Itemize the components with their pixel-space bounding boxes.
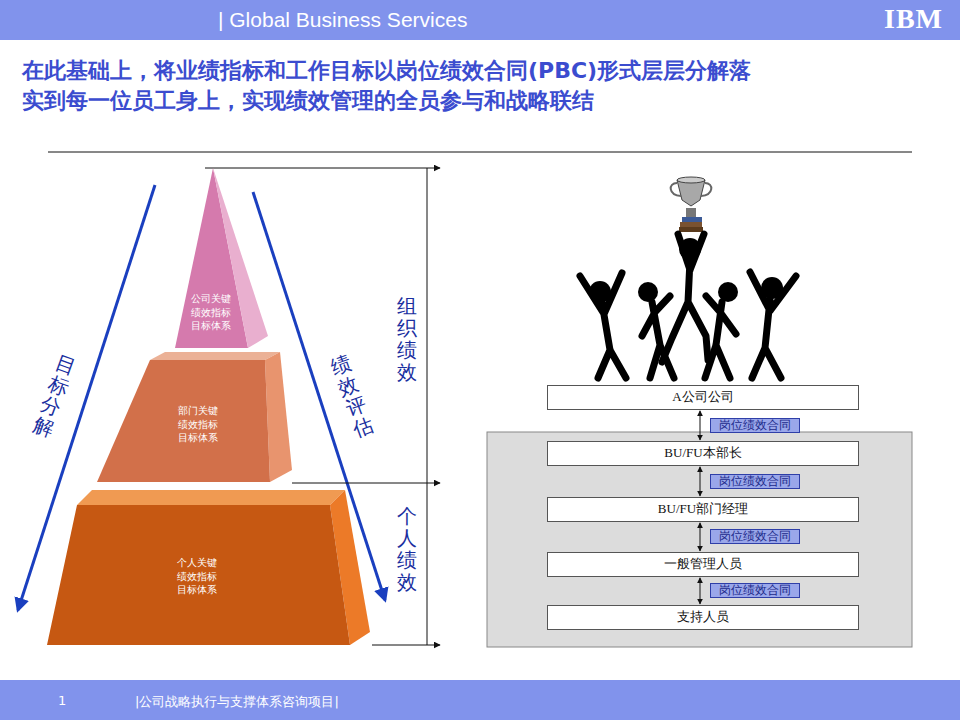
trophy (677, 177, 705, 183)
contract-arrow (700, 578, 701, 604)
trophy (680, 222, 702, 227)
role-box: 支持人员 (547, 605, 859, 630)
pyramid-tier: 部门关键 绩效指标 目标体系 (95, 350, 293, 485)
trophy (677, 180, 705, 206)
header-bar (0, 0, 960, 40)
box-label: 支持人员 (554, 609, 852, 626)
box-label: 一般管理人员 (554, 556, 852, 573)
contract-arrow (700, 411, 701, 440)
contract-label: 岗位绩效合同 (710, 529, 800, 544)
tier-label: 个人关键 绩效指标 目标体系 (176, 556, 219, 597)
bracket-line (205, 168, 440, 169)
header-bar (0, 0, 960, 40)
stick-figures (638, 282, 658, 302)
role-box: BU/FU部门经理 (547, 497, 859, 522)
stick-figures (705, 296, 736, 378)
tier-label: 部门关键 绩效指标 目标体系 (177, 404, 220, 445)
bracket-label: 组织绩效 (397, 295, 417, 383)
pyramid-face (47, 505, 350, 645)
trophy (671, 177, 712, 232)
pyramid-tier: 个人关键 绩效指标 目标体系 (45, 488, 373, 647)
contract-label: 岗位绩效合同 (710, 418, 800, 433)
box-label: BU/FU本部长 (554, 445, 852, 462)
title-rule (48, 152, 912, 153)
title-rule (48, 152, 912, 153)
contract-arrow (700, 523, 701, 551)
pyramid-face (77, 490, 345, 505)
pyramid-face (97, 360, 270, 482)
page-number: 1 (58, 693, 66, 708)
trophy (671, 183, 681, 196)
footer-bar (0, 680, 960, 720)
stick-figures (580, 273, 626, 378)
bracket-line (427, 168, 428, 645)
stick-figures (750, 272, 796, 378)
bracket-label: 个人绩效 (397, 505, 417, 593)
role-box: A公司公司 (547, 385, 859, 410)
footer-text: |公司战略执行与支撑体系咨询项目| (135, 693, 339, 711)
tier-label: 公司关键 绩效指标 目标体系 (190, 292, 233, 333)
grey-panel (487, 432, 912, 647)
logo: IBM (884, 3, 943, 35)
box-label: A公司公司 (554, 389, 852, 406)
bracket-line (292, 483, 440, 484)
axis-label: 绩效评估 (328, 351, 377, 441)
grey-panel (487, 432, 912, 647)
role-box: 一般管理人员 (547, 552, 859, 577)
trophy (686, 208, 696, 217)
bracket-line (372, 645, 440, 646)
contract-label: 岗位绩效合同 (710, 474, 800, 489)
pyramid-face (150, 352, 280, 360)
stick-figures (642, 296, 674, 378)
slide-title: 在此基础上，将业绩指标和工作目标以岗位绩效合同(PBC)形式层层分解落 实到每一… (22, 56, 922, 115)
contract-arrow (700, 467, 701, 496)
pyramid-tier: 公司关键 绩效指标 目标体系 (170, 165, 272, 353)
pyramid-shape (95, 350, 293, 485)
header-text: | Global Business Services (218, 8, 467, 32)
footer-bar (0, 680, 960, 720)
trophy (701, 183, 711, 196)
role-box: BU/FU本部长 (547, 441, 859, 466)
box-label: BU/FU部门经理 (554, 501, 852, 518)
axis-label: 目标分解 (31, 351, 80, 441)
trophy (679, 227, 703, 232)
trophy (682, 217, 702, 222)
stick-figures (580, 234, 796, 378)
contract-label: 岗位绩效合同 (710, 583, 800, 598)
